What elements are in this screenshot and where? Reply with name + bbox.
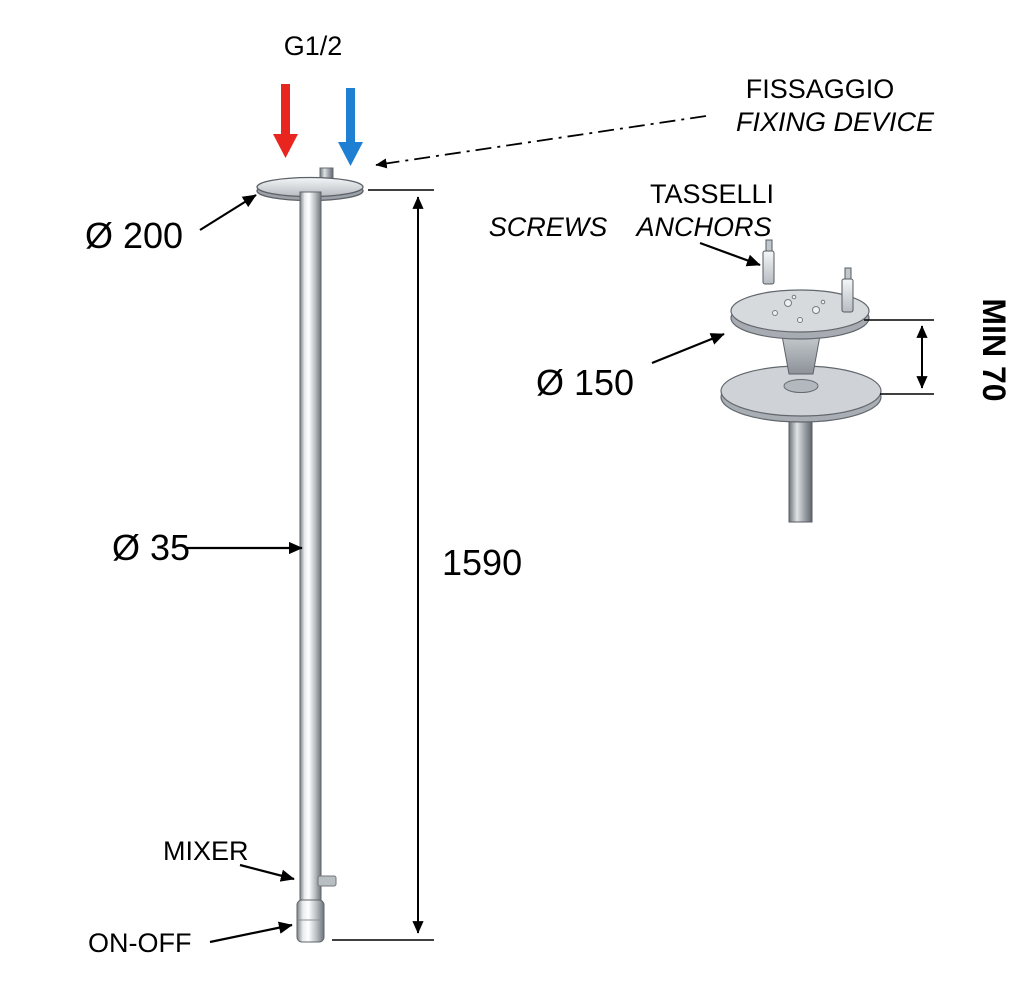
- anchors-label-en-screws: SCREWS: [489, 212, 608, 242]
- leader-mixer: [239, 863, 295, 882]
- thread-size-label: G1/2: [284, 31, 343, 61]
- column-tube: [299, 191, 322, 903]
- plate-diameter-label: Ø 150: [536, 362, 634, 403]
- anchor-stud-left: [762, 239, 775, 285]
- height-label: 1590: [442, 542, 522, 583]
- detail-leaders: [651, 241, 761, 365]
- onoff-valve-body: [296, 899, 325, 943]
- mixer-handle: [317, 875, 337, 887]
- main-column-view: [256, 167, 364, 943]
- mounting-plate: [730, 289, 870, 333]
- leader-anchors: [699, 241, 761, 267]
- column-diameter-label: Ø 35: [112, 527, 190, 568]
- min70-dimension: [864, 319, 934, 395]
- leader-fixing-dashdot: [375, 115, 707, 169]
- onoff-label: ON-OFF: [88, 928, 191, 958]
- anchor-stud-right: [841, 267, 854, 313]
- leader-flange-diameter: [199, 194, 257, 231]
- fixing-device-detail: [720, 239, 882, 523]
- min-distance-label: MIN 70: [976, 298, 1012, 401]
- fixing-label-en: FIXING DEVICE: [736, 107, 935, 137]
- hot-water-arrow: [273, 84, 298, 158]
- flange-diameter-label: Ø 200: [85, 215, 183, 256]
- cover-plate-collar: [783, 379, 819, 393]
- plate-screw-holes: [772, 294, 826, 323]
- fixing-label-it: FISSAGGIO: [746, 74, 895, 104]
- mixer-label: MIXER: [163, 836, 249, 866]
- anchors-label-en-anchors: ANCHORS: [634, 212, 771, 242]
- main-leaders: [185, 115, 707, 944]
- inlet-arrows: [273, 84, 363, 166]
- leader-onoff: [209, 921, 293, 944]
- cold-water-arrow: [338, 88, 363, 166]
- leader-plate-diameter: [651, 332, 725, 365]
- height-dimension: [332, 189, 434, 941]
- anchors-label-it: TASSELLI: [650, 179, 774, 209]
